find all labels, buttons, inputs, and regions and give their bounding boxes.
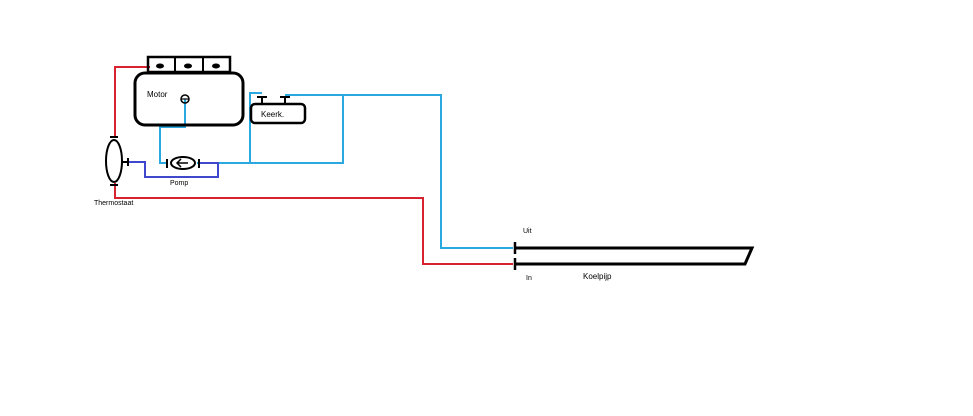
cool-line <box>159 92 513 249</box>
thermostat <box>105 136 129 186</box>
pump <box>166 156 200 170</box>
keerk-tank <box>249 96 307 125</box>
motor-cylinder <box>156 63 164 69</box>
hot-line-thermostat-to-pipe-in <box>114 183 513 265</box>
uit-label: Uit <box>523 228 532 235</box>
in-label: In <box>526 275 532 282</box>
pump-arrow-icon <box>175 158 182 168</box>
motor-head <box>146 55 232 74</box>
motor-label: Motor <box>147 90 168 99</box>
cool-line-pump-to-return <box>197 95 344 164</box>
thermostat-body <box>105 139 123 183</box>
hot-line <box>114 66 513 265</box>
motor-cylinder <box>184 63 192 69</box>
motor-cylinder <box>212 63 220 69</box>
pump-label: Pomp <box>170 180 188 187</box>
koelpijp-pipe <box>513 242 755 270</box>
motor <box>133 55 245 127</box>
cool-line-keerk-to-pipe-out <box>285 94 513 249</box>
pump-line <box>128 161 219 178</box>
thermostat-label: Thermostaat <box>94 200 133 207</box>
pump-body <box>170 156 196 170</box>
pump-line-thermostat-to-pump <box>128 161 219 178</box>
koelpijp-outline <box>515 246 755 266</box>
keerk-body <box>249 102 307 125</box>
koelpijp-label: Koelpijp <box>583 272 612 281</box>
cool-line-keerk-loop <box>249 92 262 163</box>
hot-line-motor-to-thermostat <box>114 66 150 137</box>
keerk-label: Keerk. <box>261 110 284 119</box>
cool-line-motor-to-pump <box>159 99 186 164</box>
